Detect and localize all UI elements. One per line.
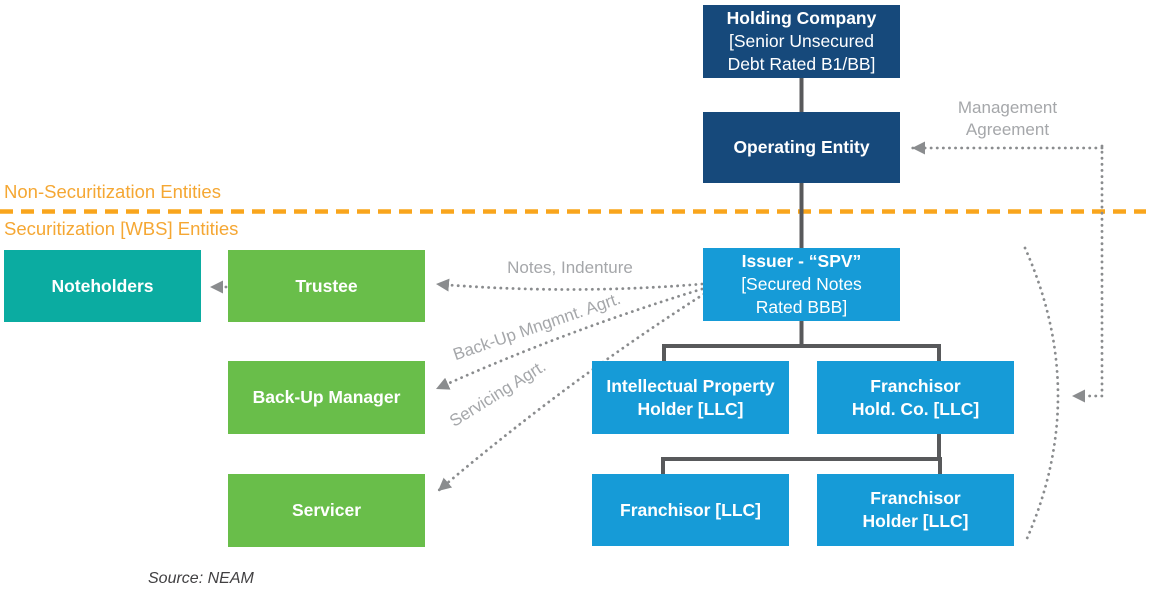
node-servicer: Servicer — [228, 474, 425, 547]
node-franchisor: Franchisor [LLC] — [592, 474, 789, 546]
edge-label-line: Agreement — [965, 120, 1050, 139]
node-franchisor-hold-co: Franchisor Hold. Co. [LLC] — [817, 361, 1014, 434]
node-holding-company: Holding Company [Senior Unsecured Debt R… — [703, 5, 900, 78]
node-backup-manager: Back-Up Manager — [228, 361, 425, 434]
connector-holdco-children-bracket — [661, 457, 942, 476]
node-title-line: Holder [LLC] — [637, 398, 744, 419]
node-issuer-spv: Issuer - “SPV” [Secured Notes Rated BBB] — [703, 248, 900, 321]
node-title-line: Hold. Co. [LLC] — [851, 398, 980, 419]
node-title: Back-Up Manager — [252, 387, 401, 407]
node-title-line: Franchisor — [870, 488, 961, 508]
node-title-line: Franchisor — [870, 375, 961, 396]
node-title: Franchisor [LLC] — [620, 499, 761, 520]
node-title: Noteholders — [51, 275, 154, 296]
node-subtitle-line: [Secured Notes — [741, 274, 862, 294]
arrow-management-agreement-group — [1070, 144, 1104, 403]
edge-label-notes-indenture: Notes, Indenture — [507, 258, 633, 277]
section-label-securitization: Securitization [WBS] Entities — [4, 218, 239, 239]
node-operating-entity: Operating Entity — [703, 112, 900, 183]
arrow-notes-indenture — [434, 278, 704, 292]
node-title: Trustee — [295, 275, 358, 296]
node-title: Operating Entity — [733, 137, 870, 157]
node-title: Issuer - “SPV” — [741, 251, 862, 271]
node-title: Servicer — [291, 500, 362, 520]
node-subtitle-line: Rated BBB] — [755, 297, 848, 317]
edge-label-line: Management — [957, 98, 1058, 117]
arrow-servicing — [436, 292, 706, 493]
node-intellectual-property-holder: Intellectual Property Holder [LLC] — [592, 361, 789, 434]
section-label-non-securitization: Non-Securitization Entities — [4, 181, 221, 202]
node-subtitle-line: Debt Rated B1/BB] — [727, 54, 876, 74]
node-title: Holding Company — [726, 8, 877, 28]
node-subtitle-line: [Senior Unsecured — [729, 31, 874, 51]
edge-label-management-agreement: Management Agreement — [925, 97, 1090, 141]
source-attribution: Source: NEAM — [148, 570, 254, 587]
node-noteholders: Noteholders — [4, 250, 201, 322]
arrow-backup-management — [434, 287, 704, 391]
node-trustee: Trustee — [228, 250, 425, 322]
node-franchisor-holder: Franchisor Holder [LLC] — [817, 474, 1014, 546]
node-title-line: Intellectual Property — [606, 375, 775, 396]
node-title-line: Holder [LLC] — [862, 511, 969, 531]
securitization-group-arc — [1023, 246, 1060, 545]
connector-issuer-children-bracket — [662, 344, 941, 363]
